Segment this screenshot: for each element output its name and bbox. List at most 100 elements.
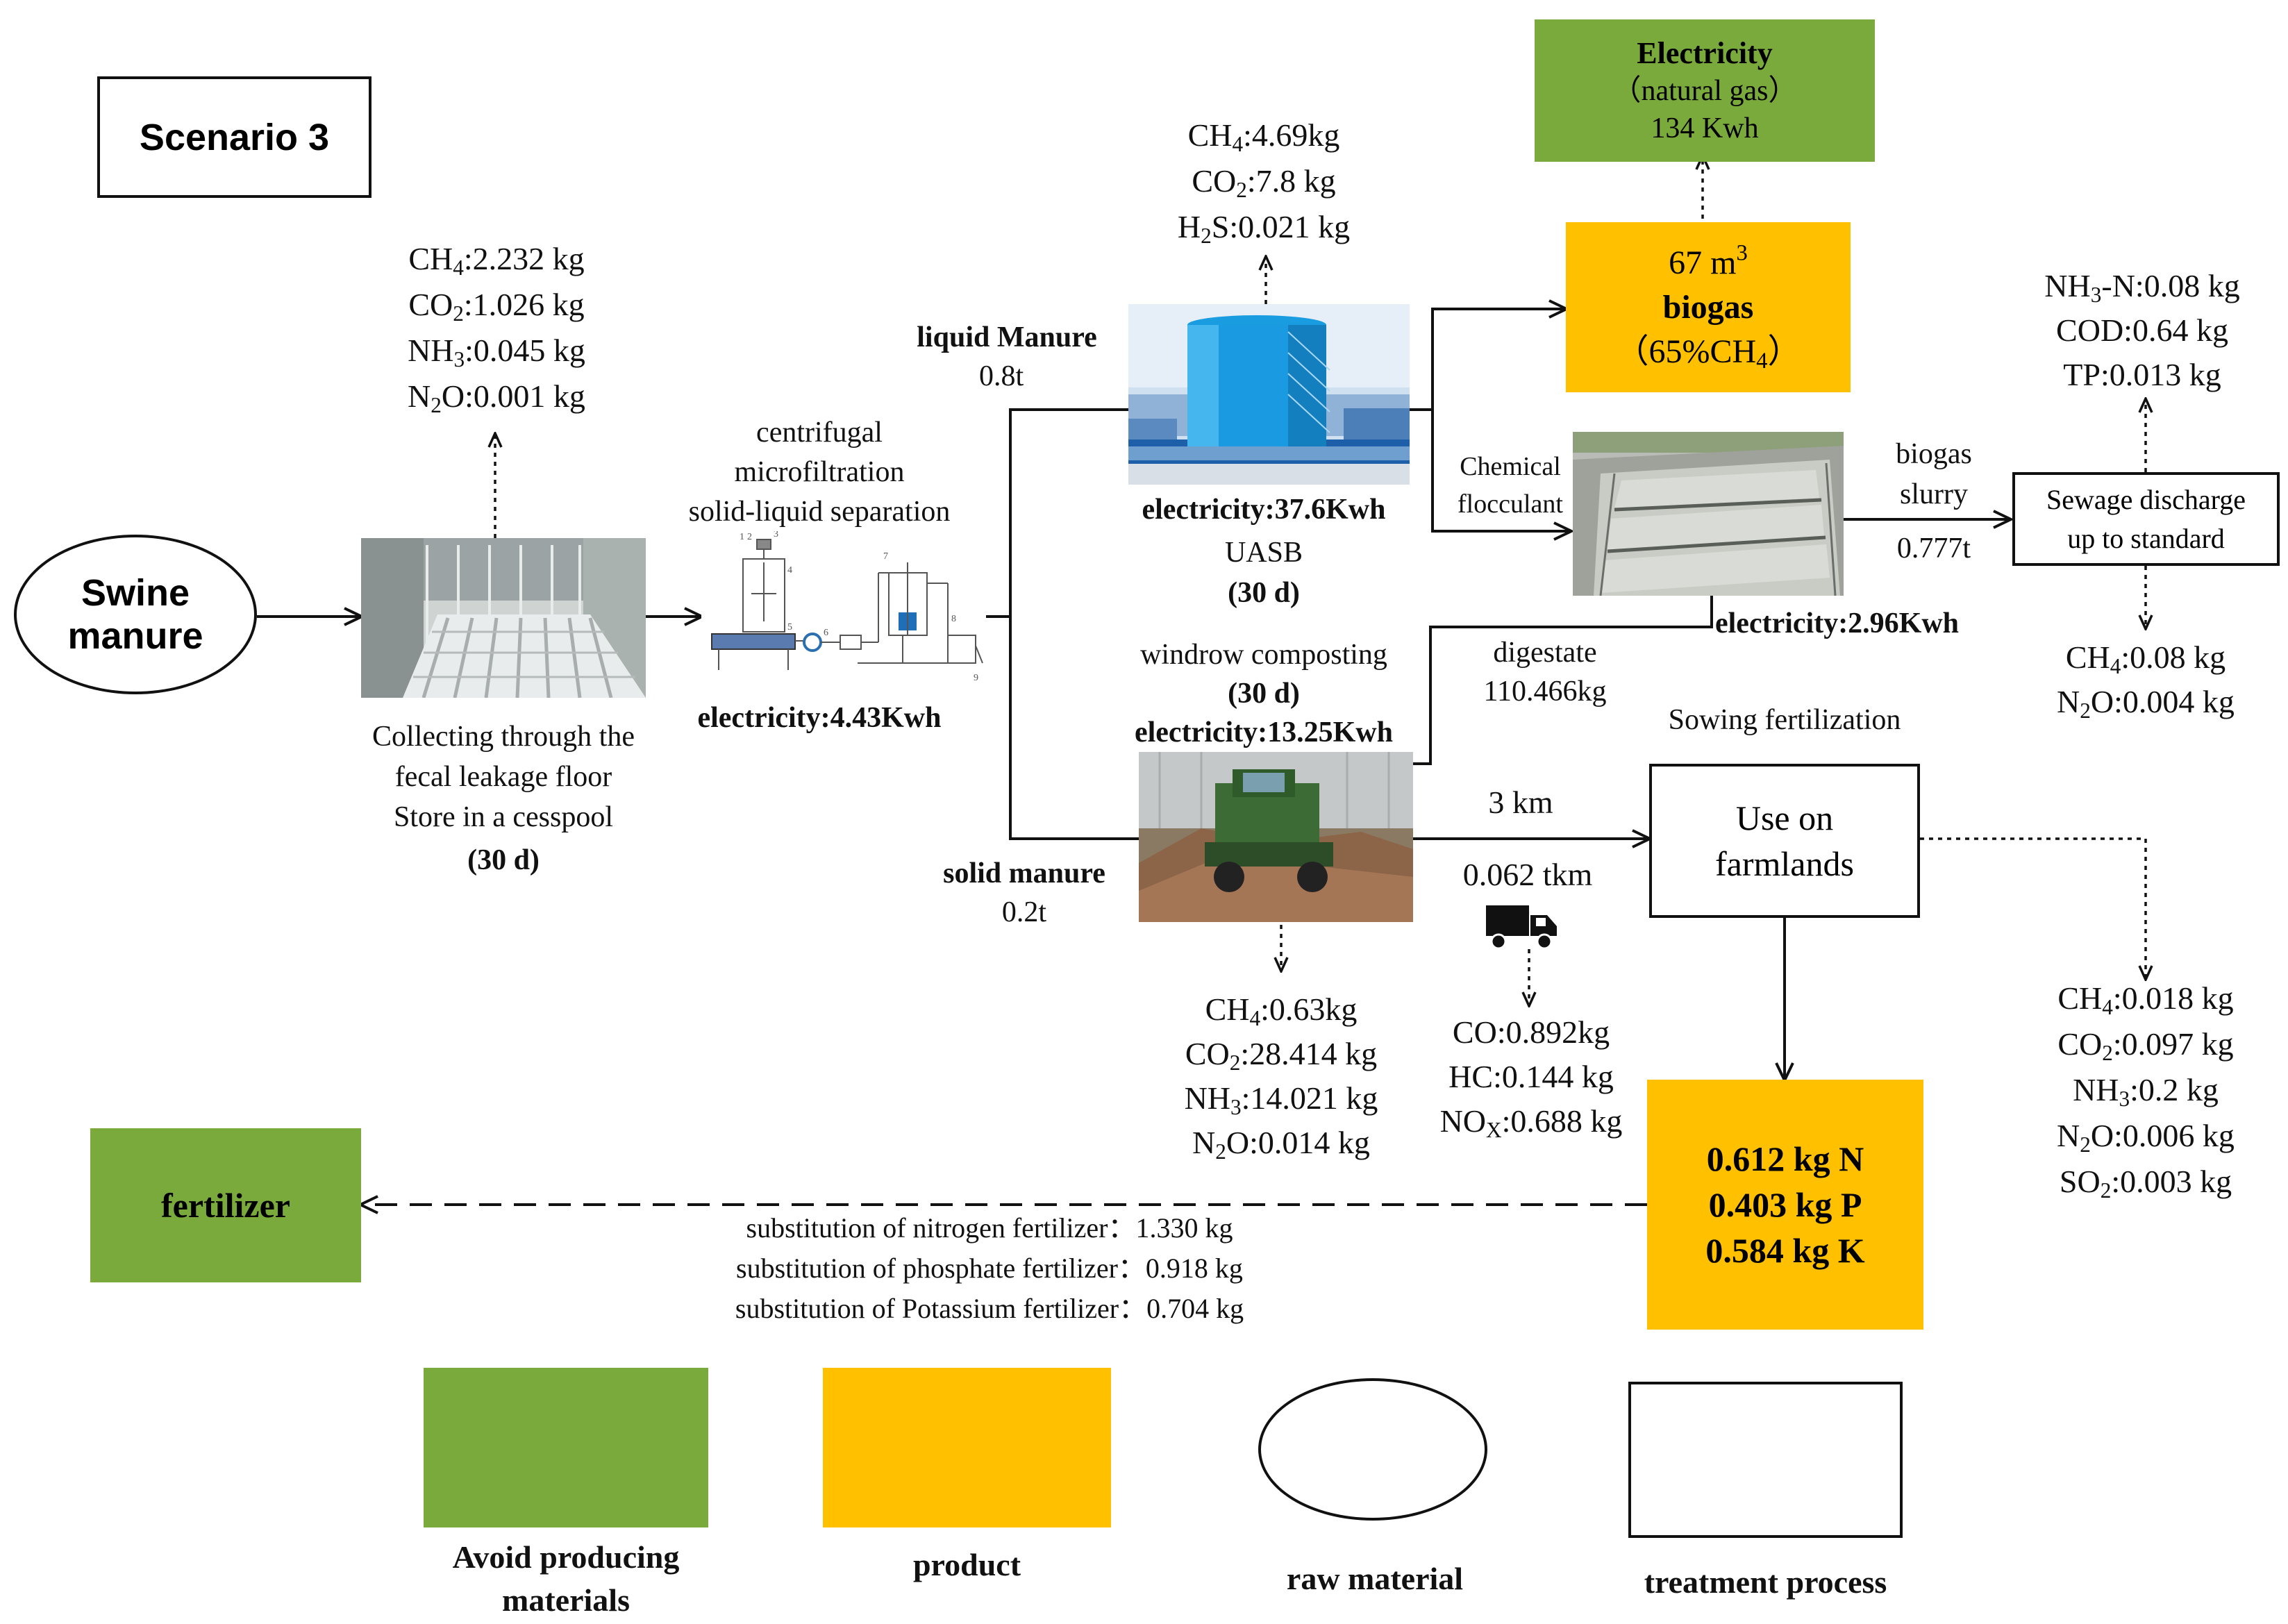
collect-line-3: Store in a cesspool (393, 801, 614, 833)
emission-collect-nh3: NH3:0.045 kg (408, 333, 585, 371)
npk-k: 0.584 kg K (1705, 1231, 1865, 1270)
substitution-potassium: substitution of Potassium fertilizer：0.7… (735, 1293, 1244, 1324)
biogas-slurry-amount: 0.777t (1896, 533, 1971, 564)
digestate-title: digestate (1493, 637, 1597, 669)
separator-num-9: 9 (974, 673, 978, 683)
scenario-title: Scenario 3 (139, 116, 330, 158)
emission-sewage-ch4: CH4:0.08 kg (2065, 639, 2226, 678)
sewage-emissions-top: NH3-N:0.08 kg COD:0.64 kg TP:0.013 kg (1979, 264, 2288, 397)
chemical-flocculant: Chemical flocculant (1441, 448, 1580, 523)
collect-emissions: CH4:2.232 kg CO2:1.026 kg NH3:0.045 kg N… (361, 236, 632, 419)
uasb-emissions: CH4:4.69kg CO2:7.8 kg H2S:0.021 kg (1125, 112, 1403, 250)
truck-icon (1486, 903, 1559, 951)
composting-emissions: CH4:0.63kg CO2:28.414 kg NH3:14.021 kg N… (1139, 987, 1423, 1165)
farmlands-line-2: farmlands (1715, 844, 1854, 883)
solid-manure-label: solid manure 0.2t (924, 854, 1125, 932)
sedimentation-tank-photo (1573, 432, 1844, 596)
farmlands-line-1: Use on (1735, 798, 1834, 837)
emission-transport-hc: HC:0.144 kg (1448, 1059, 1614, 1094)
emission-sewage-cod: COD:0.64 kg (2056, 312, 2228, 348)
npk-p: 0.403 kg P (1708, 1185, 1862, 1224)
legend-swatch-avoid (424, 1368, 708, 1527)
emission-farm-so2: SO2:0.003 kg (2059, 1164, 2232, 1203)
legend-label-avoid: Avoid producing materials (452, 1539, 680, 1618)
emission-farm-nh3: NH3:0.2 kg (2073, 1072, 2219, 1111)
emission-transport-nox: NOX:0.688 kg (1439, 1103, 1623, 1142)
separator-num-2: 2 (747, 532, 752, 542)
legend-swatch-product (823, 1368, 1111, 1527)
separation-line-2: microfiltration (734, 456, 905, 488)
swine-manure-line-2: manure (67, 615, 203, 657)
slatted-floor-photo (361, 538, 646, 698)
uasb-info: electricity:37.6Kwh UASB (30 d) (1104, 489, 1423, 613)
emission-farm-ch4: CH4:0.018 kg (2057, 980, 2234, 1019)
emission-collect-n2o: N2O:0.001 kg (408, 378, 585, 417)
biogas-slurry-line-2: slurry (1900, 478, 1968, 510)
sewage-box-line-2: up to standard (2067, 522, 2225, 554)
uasb-tank-photo (1128, 304, 1410, 485)
electricity-box: Electricity （natural gas） 134 Kwh (1535, 19, 1875, 162)
emission-compost-n2o: N2O:0.014 kg (1192, 1125, 1370, 1164)
transport-emissions: CO:0.892kg HC:0.144 kg NOX:0.688 kg (1406, 1010, 1656, 1144)
legend-swatch-raw (1258, 1378, 1487, 1521)
legend-swatch-treatment (1628, 1382, 1903, 1538)
digestate-amount: 110.466kg (1483, 676, 1607, 708)
emission-transport-co: CO:0.892kg (1452, 1014, 1610, 1050)
chemical-flocculant-line-1: Chemical (1460, 452, 1561, 481)
biogas-slurry-line-1: biogas (1896, 438, 1972, 470)
npk-n: 0.612 kg N (1706, 1139, 1864, 1178)
swine-manure-line-1: Swine (81, 571, 190, 614)
separator-num-1: 1 (740, 532, 744, 542)
collect-description: Collecting through the fecal leakage flo… (306, 717, 701, 880)
separator-num-6: 6 (824, 628, 828, 638)
windrow-turner-photo (1139, 752, 1413, 922)
collect-duration: (30 d) (467, 844, 540, 876)
npk-box: 0.612 kg N 0.403 kg P 0.584 kg K (1647, 1080, 1923, 1330)
emission-uasb-ch4: CH4:4.69kg (1187, 117, 1340, 156)
separation-electricity: electricity:4.43Kwh (697, 702, 942, 734)
sowing-label: Sowing fertilization (1668, 704, 1901, 736)
emission-sewage-tp: TP:0.013 kg (2063, 357, 2221, 392)
electricity-box-sub: （natural gas） (1612, 74, 1798, 107)
solid-manure-title: solid manure (943, 857, 1105, 889)
legend-label-product: product (912, 1547, 1021, 1582)
composting-electricity: electricity:13.25Kwh (1134, 717, 1394, 748)
emission-compost-nh3: NH3:14.021 kg (1184, 1080, 1378, 1119)
composting-name: windrow composting (1140, 639, 1387, 671)
biogas-box: 67 m3 biogas （65%CH4） (1566, 222, 1851, 392)
emission-collect-ch4: CH4:2.232 kg (408, 241, 585, 280)
liquid-manure-title: liquid Manure (917, 321, 1097, 353)
fertilizer-label: fertilizer (161, 1186, 290, 1225)
uasb-electricity: electricity:37.6Kwh (1142, 494, 1386, 526)
separation-label: centrifugal microfiltration solid-liquid… (646, 413, 993, 532)
sewage-emissions-bottom: CH4:0.08 kg N2O:0.004 kg (2000, 635, 2288, 724)
composting-info: windrow composting (30 d) electricity:13… (1097, 635, 1430, 752)
digestate-label: digestate 110.466kg (1451, 633, 1639, 711)
tank-electricity: electricity:2.96Kwh (1715, 608, 1960, 639)
separation-line-1: centrifugal (756, 417, 883, 449)
transport-distance: 3 km (1488, 785, 1553, 820)
solid-manure-amount: 0.2t (1001, 896, 1047, 928)
emission-sewage-n2o: N2O:0.004 kg (2057, 684, 2235, 723)
scenario-box: Scenario 3 (97, 76, 371, 198)
separator-num-4: 4 (787, 565, 792, 576)
emission-collect-co2: CO2:1.026 kg (408, 287, 585, 326)
swine-manure-ellipse: Swine manure (14, 535, 257, 694)
sewage-box-line-1: Sewage discharge (2046, 483, 2246, 515)
emission-compost-ch4: CH4:0.63kg (1205, 991, 1358, 1030)
electricity-box-value: 134 Kwh (1651, 112, 1759, 144)
legend-label-treatment: treatment process (1644, 1564, 1887, 1600)
composting-duration: (30 d) (1228, 678, 1300, 710)
legend-label-raw: raw material (1286, 1561, 1464, 1596)
separator-num-7: 7 (883, 551, 888, 562)
emission-farm-n2o: N2O:0.006 kg (2057, 1118, 2235, 1157)
biogas-percent: （65%CH4） (1615, 333, 1801, 374)
separator-schematic: 1 2 3 4 5 6 7 8 9 (701, 531, 986, 694)
uasb-name: UASB (1224, 537, 1303, 569)
transport-tkm: 0.062 tkm (1462, 857, 1593, 892)
farmlands-box: Use on farmlands (1649, 764, 1920, 918)
emission-uasb-h2s: H2S:0.021 kg (1177, 209, 1351, 248)
biogas-volume: 67 m3 (1669, 240, 1748, 281)
liquid-manure-label: liquid Manure 0.8t (896, 318, 1118, 396)
